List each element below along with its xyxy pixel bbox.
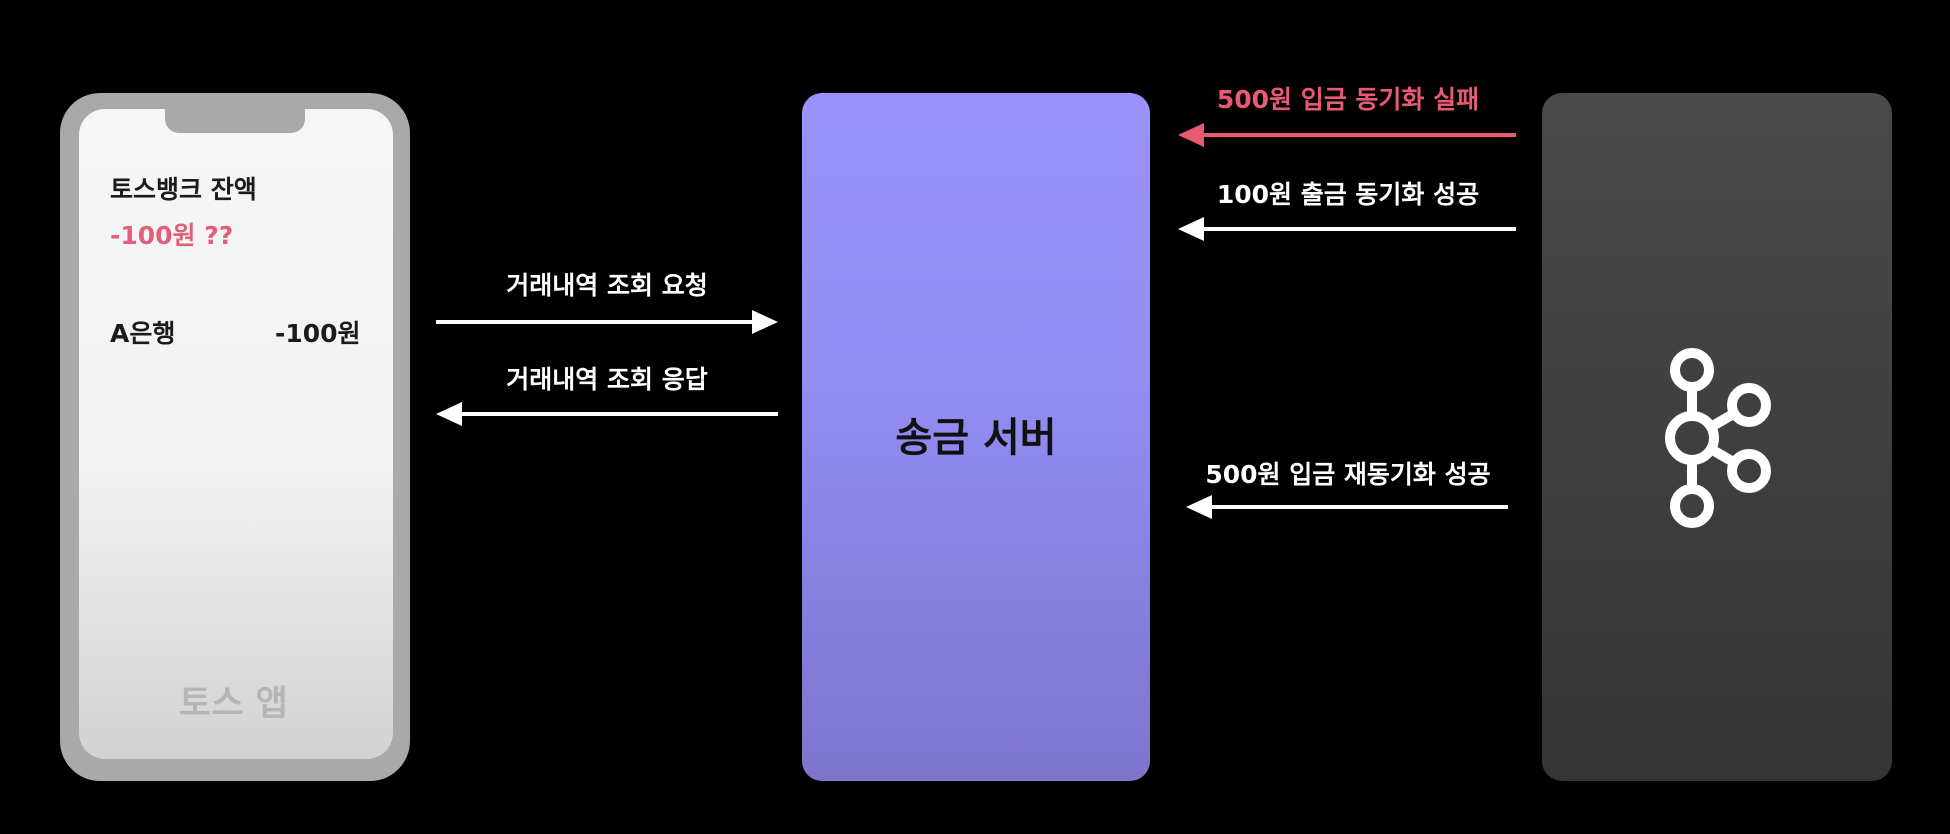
resync-success-arrow bbox=[1186, 495, 1508, 519]
kafka-icon bbox=[1665, 348, 1771, 528]
resync-success-label: 500원 입금 재동기화 성공 bbox=[1205, 460, 1491, 489]
response-arrow bbox=[436, 402, 778, 426]
balance-value: -100원 ?? bbox=[110, 221, 234, 250]
phone-notch bbox=[165, 109, 305, 133]
transfer-server-box bbox=[802, 93, 1150, 781]
deposit-fail-arrow bbox=[1178, 123, 1516, 147]
request-arrow bbox=[436, 310, 778, 334]
phone-screen bbox=[79, 109, 393, 759]
bank-amount: -100원 bbox=[275, 319, 361, 348]
withdraw-success-arrow bbox=[1178, 217, 1516, 241]
bank-name: A은행 bbox=[110, 319, 176, 348]
deposit-fail-label: 500원 입금 동기화 실패 bbox=[1216, 85, 1480, 114]
balance-title: 토스뱅크 잔액 bbox=[110, 175, 257, 204]
response-label: 거래내역 조회 응답 bbox=[506, 365, 708, 394]
server-label: 송금 서버 bbox=[895, 415, 1057, 461]
request-label: 거래내역 조회 요청 bbox=[506, 271, 708, 300]
withdraw-success-label: 100원 출금 동기화 성공 bbox=[1216, 180, 1480, 209]
phone-footer: 토스 앱 bbox=[179, 684, 288, 724]
